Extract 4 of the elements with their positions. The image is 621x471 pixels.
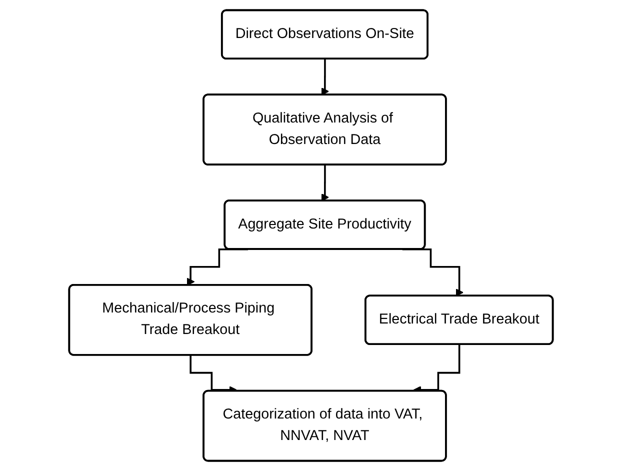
- arrow: [402, 248, 463, 296]
- arrow: [320, 164, 329, 202]
- arrow: [320, 58, 329, 96]
- arrow: [186, 248, 248, 286]
